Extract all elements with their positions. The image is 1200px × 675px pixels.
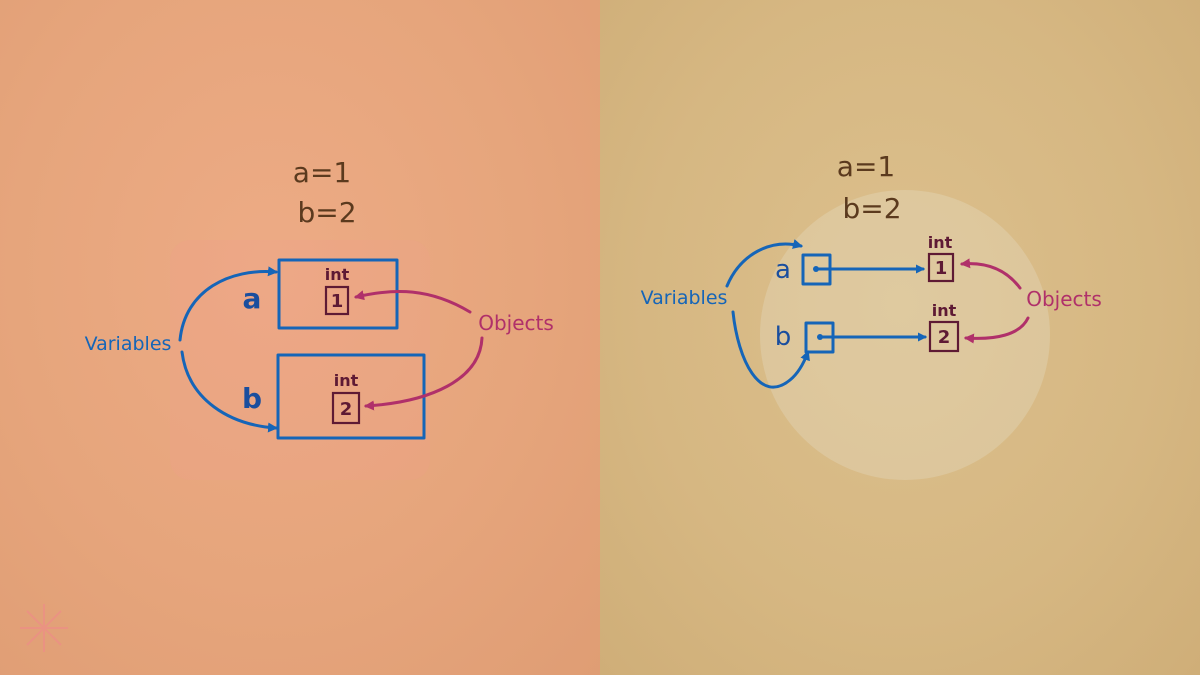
snowflake-icon	[20, 604, 68, 652]
left-value-a: 1	[331, 291, 344, 312]
right-watermark-circle	[760, 190, 1050, 480]
left-objects-arrow-1	[354, 290, 472, 314]
right-value-a: 1	[935, 258, 948, 279]
left-variables-label: Variables	[85, 333, 172, 355]
left-panel	[0, 0, 600, 675]
left-objects-label: Objects	[478, 311, 554, 335]
right-variables-arrow-b	[731, 310, 810, 389]
left-watermark-shape	[170, 240, 430, 480]
right-value-b-box	[928, 320, 960, 353]
right-type-a-label: int	[928, 233, 953, 252]
left-variable-b-letter: b	[242, 382, 262, 415]
right-type-b-label: int	[932, 301, 957, 320]
right-objects-label: Objects	[1026, 287, 1102, 311]
left-value-a-box	[324, 285, 350, 316]
left-value-b: 2	[340, 399, 353, 420]
right-value-a-box	[927, 252, 955, 283]
right-variable-a-letter: a	[775, 255, 791, 285]
left-code-line-1: a=1	[293, 156, 351, 189]
right-value-b: 2	[938, 327, 951, 348]
left-value-b-box	[331, 391, 361, 425]
right-objects-arrow-1	[960, 258, 1022, 290]
right-variables-label: Variables	[641, 287, 728, 309]
right-code-line-2: b=2	[842, 192, 901, 225]
left-variables-arrow-b	[180, 350, 278, 433]
right-variable-b-letter: b	[775, 322, 792, 352]
right-objects-arrow-2	[964, 316, 1030, 344]
right-code-line-1: a=1	[837, 150, 895, 183]
right-variables-arrow-a	[725, 239, 803, 288]
left-variable-a-letter: a	[243, 282, 262, 315]
left-type-b-label: int	[334, 371, 359, 390]
left-variables-arrow-a	[178, 266, 278, 342]
left-objects-arrow-2	[364, 336, 484, 411]
left-code-line-2: b=2	[297, 196, 356, 229]
left-type-a-label: int	[325, 265, 350, 284]
left-variable-a-box	[277, 258, 399, 330]
